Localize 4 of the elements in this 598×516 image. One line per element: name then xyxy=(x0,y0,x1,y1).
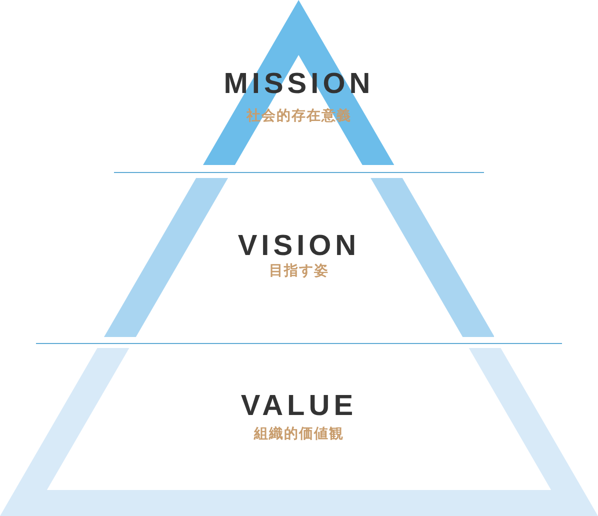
level-heading: VISION xyxy=(238,230,360,263)
level-subtitle: 組織的価値観 xyxy=(254,425,344,443)
level-heading: VALUE xyxy=(240,390,358,423)
level-subtitle: 目指す姿 xyxy=(268,262,329,280)
